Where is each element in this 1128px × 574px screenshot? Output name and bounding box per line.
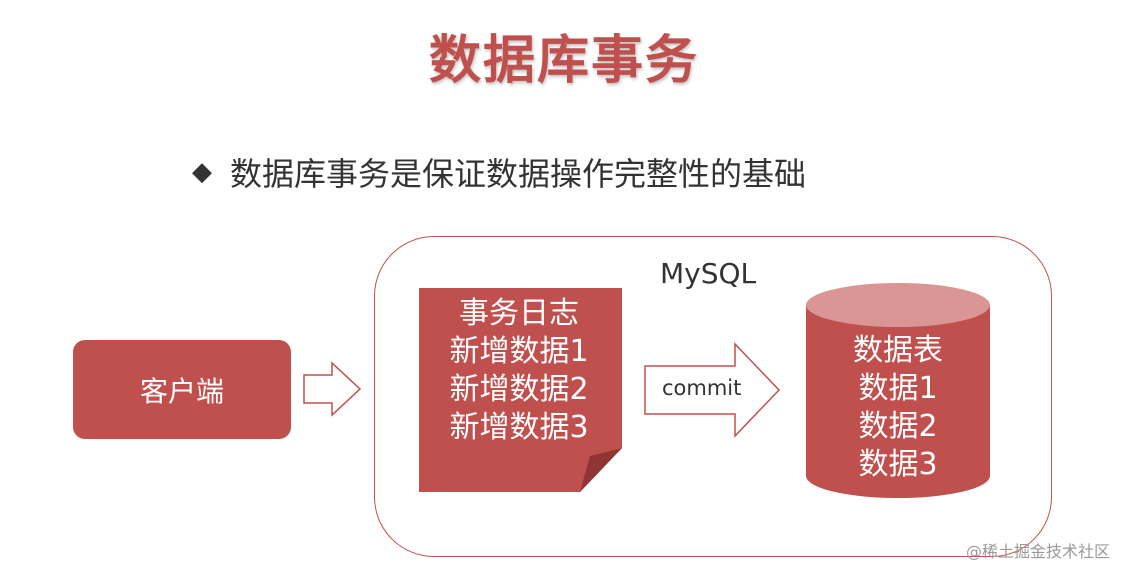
client-label: 客户端 bbox=[139, 374, 224, 408]
database-line: 数据3 bbox=[858, 447, 938, 482]
transaction-log-shape bbox=[419, 288, 622, 492]
diamond-bullet-icon: ◆ bbox=[192, 157, 212, 187]
log-line: 新增数据2 bbox=[449, 372, 589, 407]
log-line: 新增数据1 bbox=[449, 334, 589, 369]
client-box: 客户端 bbox=[73, 340, 291, 439]
database-line: 数据2 bbox=[858, 409, 938, 444]
mysql-label: MySQL bbox=[660, 257, 757, 290]
commit-label: commit bbox=[662, 376, 742, 400]
database-cylinder-top bbox=[806, 283, 990, 327]
database-text: 数据表 数据1 数据2 数据3 bbox=[806, 332, 990, 484]
mysql-container bbox=[374, 236, 1052, 557]
database-line-title: 数据表 bbox=[853, 333, 943, 368]
bullet-text: 数据库事务是保证数据操作完整性的基础 bbox=[230, 155, 807, 193]
commit-arrow bbox=[644, 342, 781, 438]
log-line-title: 事务日志 bbox=[459, 296, 579, 331]
bullet-point: ◆ 数据库事务是保证数据操作完整性的基础 bbox=[192, 150, 806, 194]
transaction-log-fold bbox=[580, 448, 622, 492]
transaction-log-text: 事务日志 新增数据1 新增数据2 新增数据3 bbox=[419, 295, 619, 447]
log-line: 新增数据3 bbox=[449, 410, 589, 445]
database-line: 数据1 bbox=[858, 371, 938, 406]
database-cylinder-body bbox=[806, 305, 990, 498]
watermark: @稀土掘金技术社区 bbox=[965, 542, 1110, 561]
slide-title: 数据库事务 bbox=[428, 31, 699, 91]
client-to-mysql-arrow bbox=[303, 361, 362, 417]
